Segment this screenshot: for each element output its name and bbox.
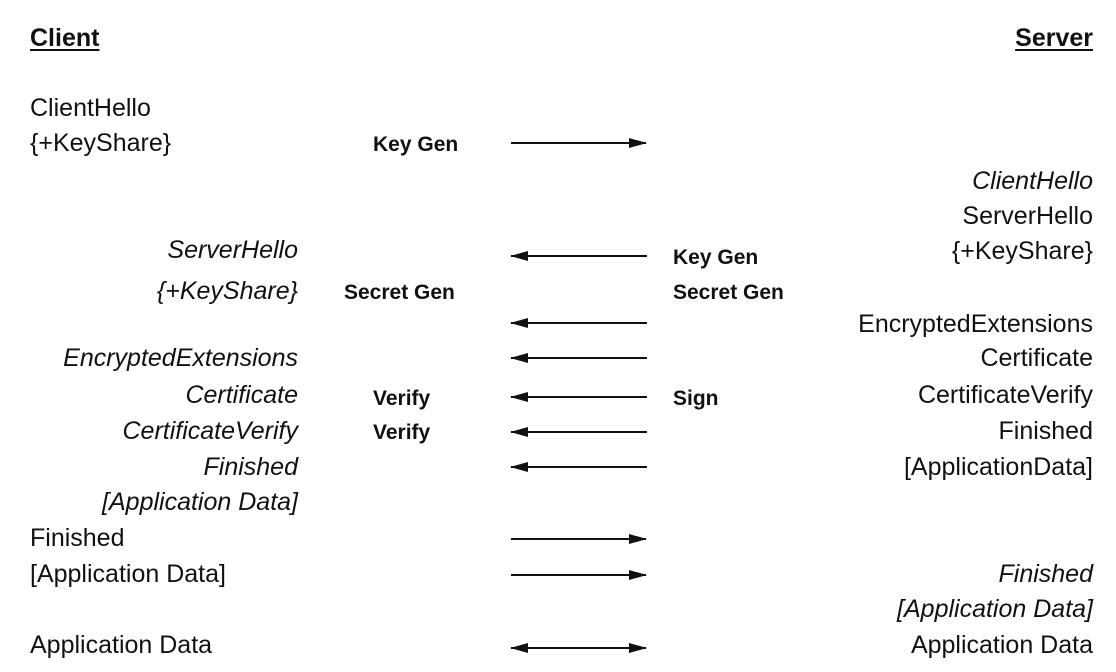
client-received-application-data: [Application Data] <box>102 488 298 516</box>
client-hello: ClientHello <box>30 94 151 122</box>
client-received-server-hello: ServerHello <box>167 236 298 264</box>
server-finished: Finished <box>998 417 1094 445</box>
server-hello: ServerHello <box>962 202 1093 230</box>
server-op-key-gen: Key Gen <box>673 246 759 269</box>
server-received-application-data: [Application Data] <box>897 595 1093 623</box>
server-encrypted-extensions: EncryptedExtensions <box>858 310 1093 338</box>
client-received-keyshare: {+KeyShare} <box>156 277 298 305</box>
server-application-data-encrypted: [ApplicationData] <box>903 453 1093 481</box>
server-application-data: Application Data <box>910 631 1093 659</box>
server-op-secret-gen: Secret Gen <box>673 281 784 304</box>
client-received-finished: Finished <box>203 453 299 481</box>
client-finished: Finished <box>30 524 125 552</box>
client-op-verify-certificate-verify: Verify <box>373 421 431 444</box>
server-received-finished: Finished <box>998 560 1094 588</box>
server-certificate: Certificate <box>980 344 1093 372</box>
server-received-client-hello: ClientHello <box>972 167 1093 195</box>
client-keyshare: {+KeyShare} <box>30 129 172 157</box>
client-application-data: Application Data <box>30 631 213 659</box>
client-op-verify-certificate: Verify <box>373 387 431 410</box>
server-keyshare: {+KeyShare} <box>951 237 1093 265</box>
server-op-sign: Sign <box>673 387 719 410</box>
client-received-certificate-verify: CertificateVerify <box>122 417 298 445</box>
client-op-secret-gen: Secret Gen <box>344 281 455 304</box>
client-op-key-gen: Key Gen <box>373 133 459 156</box>
server-certificate-verify: CertificateVerify <box>917 381 1093 409</box>
client-received-certificate: Certificate <box>185 381 298 409</box>
client-application-data-encrypted: [Application Data] <box>30 560 226 588</box>
server-header: Server <box>1015 24 1093 52</box>
client-received-encrypted-extensions: EncryptedExtensions <box>63 344 298 372</box>
client-header: Client <box>30 24 100 52</box>
